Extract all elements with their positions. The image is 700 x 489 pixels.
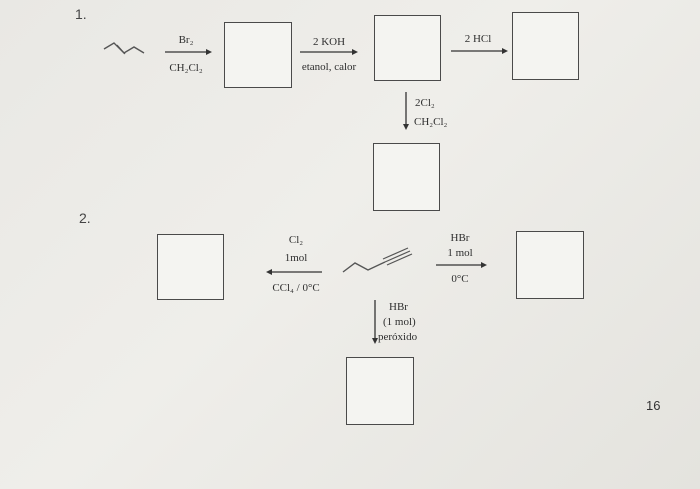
arrow-down-hbr-peroxide [372,300,378,344]
answer-box-2-right[interactable] [516,231,584,299]
butyne-structure [342,247,413,273]
arrow-step3 [451,48,508,54]
page-number: 16 [646,398,661,413]
step4-solvent: CH₂Cl₂ [414,116,448,128]
down-reagent: HBr [389,301,408,313]
answer-box-2-left[interactable] [157,234,224,300]
problem-2-number: 2. [79,210,91,226]
down-amount: (1 mol) [383,316,416,328]
arrow-step2 [300,49,358,55]
butene-structure [103,42,145,54]
arrow-right-hbr [436,262,487,268]
left-amount: 1mol [284,252,308,264]
down-conditions: peróxido [378,331,418,343]
step2-conditions: etanol, calor [301,61,357,73]
problem-1-number: 1. [75,6,87,22]
arrow-left-cl2 [266,269,322,275]
step2-reagent: 2 KOH [312,36,346,48]
right-amount: 1 mol [447,247,473,259]
right-conditions: 0°C [451,273,469,285]
answer-box-2-down[interactable] [346,357,414,425]
right-reagent: HBr [450,232,470,244]
left-conditions: CCl₄ / 0°C [272,282,320,294]
arrow-step1 [165,49,212,55]
answer-box-1a[interactable] [224,22,292,88]
step1-solvent: CH₂Cl₂ [169,62,203,74]
answer-box-1c[interactable] [512,12,579,80]
step3-reagent: 2 HCl [464,33,492,45]
arrow-step4-down [403,92,409,130]
answer-box-1b[interactable] [374,15,441,81]
answer-box-1d[interactable] [373,143,440,211]
step4-reagent: 2Cl₂ [415,97,435,109]
left-reagent: Cl₂ [288,234,304,246]
step1-reagent: Br₂ [178,34,194,46]
